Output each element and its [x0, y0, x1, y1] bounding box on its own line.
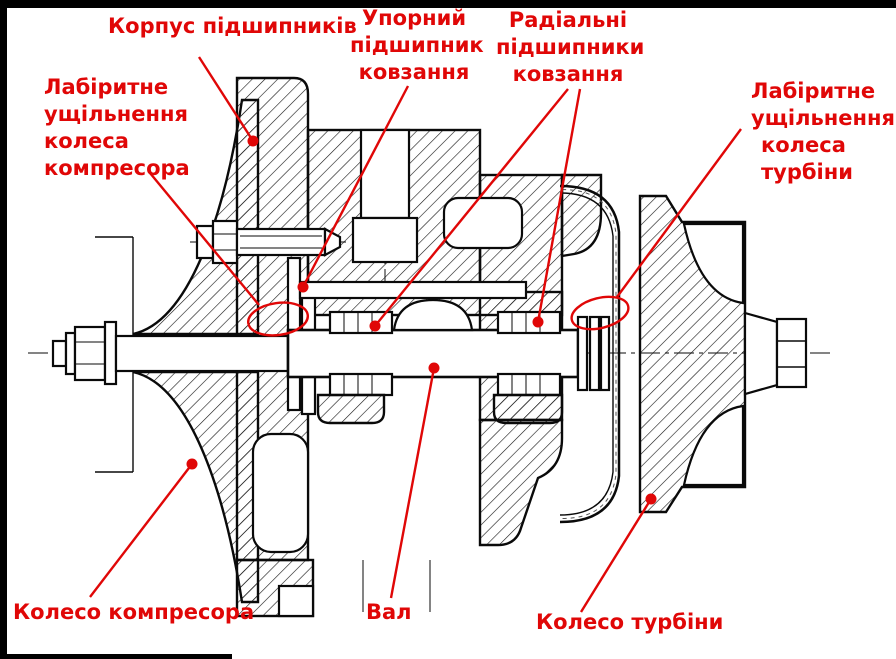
- label-compressor-wheel: Колесо компресора: [13, 599, 254, 626]
- radial-bearings-section: [316, 310, 564, 425]
- label-line: ущільнення: [751, 106, 896, 130]
- callout-dot-shaft: [428, 362, 440, 374]
- label-line: колеса: [761, 133, 846, 157]
- heat-shield: [559, 184, 621, 524]
- label-line: підшипники: [496, 35, 645, 59]
- callout-ellipse-labyrinth-compressor: [247, 301, 309, 337]
- shaft-nut-assembly: [51, 320, 290, 386]
- label-line: Лабіритне: [751, 79, 876, 103]
- label-line: турбіни: [761, 160, 853, 184]
- label-labyrinth-compressor: Лабіритне ущільнення колеса компресора: [44, 74, 190, 182]
- callout-dot-compressor-wheel: [186, 458, 198, 470]
- callout-dot-turbine-wheel: [645, 493, 657, 505]
- label-thrust-bearing: Упорний підшипник ковзання: [350, 5, 484, 86]
- turbine-labyrinth-seal: [576, 315, 611, 392]
- callout-leaders: [89, 56, 742, 613]
- label-line: Вал: [366, 600, 412, 624]
- callout-dot-radial-bearing-left: [369, 320, 381, 332]
- label-line: Радіальні: [508, 8, 628, 32]
- shaft-section: [286, 280, 580, 379]
- label-turbine-wheel: Колесо турбіни: [536, 609, 723, 636]
- label-line: Лабіритне: [44, 75, 169, 99]
- label-line: ковзання: [358, 60, 470, 84]
- label-line: компресора: [44, 156, 190, 180]
- label-bearing-housing: Корпус підшипників: [108, 13, 357, 40]
- label-line: ущільнення: [44, 102, 189, 126]
- turbine-wheel-section: [638, 194, 808, 514]
- retaining-bolt: [195, 219, 342, 265]
- label-line: колеса: [44, 129, 129, 153]
- callout-dot-thrust-bearing: [297, 281, 309, 293]
- label-line: Упорний: [361, 6, 467, 30]
- label-line: ковзання: [512, 62, 624, 86]
- label-line: Колесо турбіни: [536, 610, 724, 634]
- label-shaft: Вал: [366, 599, 412, 626]
- callout-dot-radial-bearing-right: [532, 316, 544, 328]
- label-radial-bearings: Радіальні підшипники ковзання: [496, 7, 645, 88]
- callout-ellipse-labyrinth-turbine: [570, 295, 630, 331]
- label-line: Колесо компресора: [13, 600, 255, 624]
- label-line: Корпус підшипників: [108, 14, 357, 38]
- callout-dot-bearing-housing: [247, 135, 259, 147]
- label-line: підшипник: [350, 33, 484, 57]
- label-labyrinth-turbine: Лабіритне ущільнення колеса турбіни: [751, 78, 895, 186]
